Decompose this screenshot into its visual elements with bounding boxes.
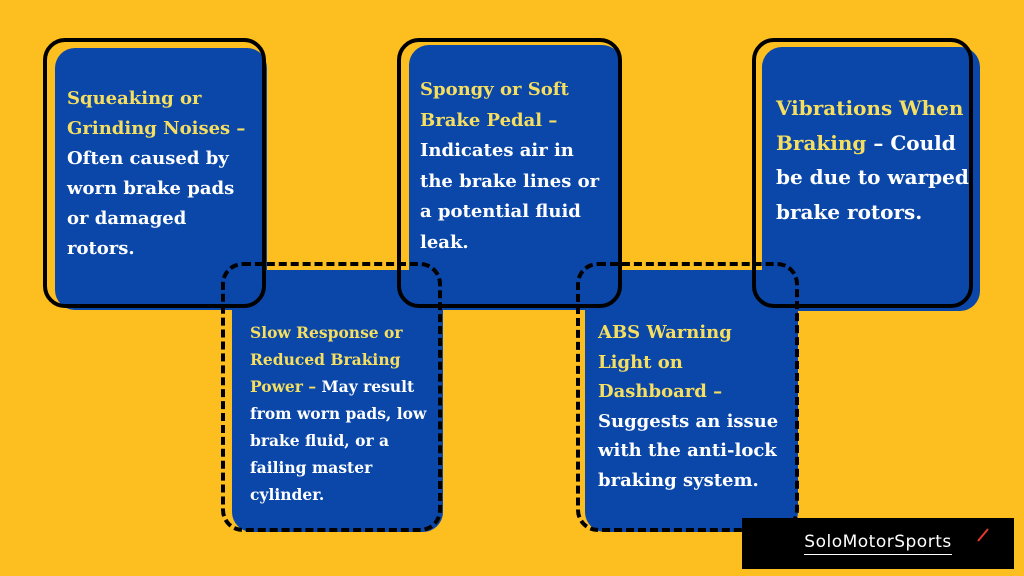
card-body: Suggests an issue with the anti-lock bra…: [598, 410, 779, 491]
card-highlight: Squeaking or Grinding Noises –: [67, 88, 246, 139]
logo-slash-icon: [977, 528, 989, 542]
card-highlight: Spongy or Soft Brake Pedal –: [420, 79, 569, 131]
card-highlight: Slow Response or Reduced Braking Power –: [250, 323, 403, 396]
card-highlight: ABS Warning Light on Dashboard –: [598, 322, 732, 403]
symptom-card-vibrations: Vibrations When Braking – Could be due t…: [762, 47, 980, 311]
symptom-card-abs-light: ABS Warning Light on Dashboard – Suggest…: [585, 270, 798, 532]
card-highlight: Vibrations When Braking: [776, 96, 964, 155]
card-body: Often caused by worn brake pads or damag…: [67, 148, 235, 259]
symptom-card-noises: Squeaking or Grinding Noises – Often cau…: [55, 48, 267, 310]
symptom-card-slow-response: Slow Response or Reduced Braking Power –…: [232, 270, 443, 532]
brand-logo: SoloMotorSports: [742, 518, 1014, 569]
card-body: Indicates air in the brake lines or a po…: [420, 140, 600, 253]
card-body: May result from worn pads, low brake flu…: [250, 377, 427, 504]
logo-text: SoloMotorSports: [804, 532, 952, 555]
symptom-card-spongy-pedal: Spongy or Soft Brake Pedal – Indicates a…: [409, 45, 622, 310]
card-body: – Could be due to warped brake rotors.: [776, 130, 969, 224]
